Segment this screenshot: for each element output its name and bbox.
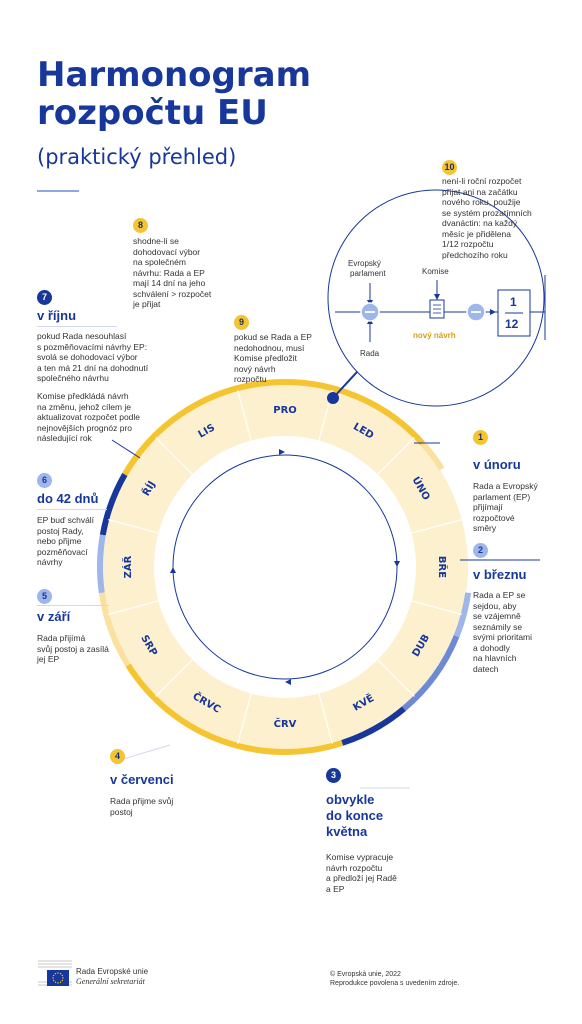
month-label-3: BŘE	[436, 556, 449, 578]
arc-summer-yellow	[125, 663, 344, 755]
flag-star	[61, 979, 64, 982]
month-separator	[411, 600, 462, 615]
detail-parliament-label-1: Evropský	[348, 259, 381, 268]
detail-connector-dot	[327, 392, 339, 404]
arc-april-blue	[401, 635, 460, 712]
month-separator	[377, 659, 415, 697]
month-separator	[155, 437, 193, 475]
flag-star	[62, 977, 64, 979]
step-4-badge: 4	[110, 749, 125, 764]
detail-commission-label: Komise	[422, 267, 449, 276]
outer-arcs	[97, 379, 472, 755]
arc-march-lightblue	[453, 592, 472, 638]
flag-star	[59, 981, 62, 984]
month-label-0: PRO	[273, 405, 297, 416]
step-6-badge: 6	[37, 473, 52, 488]
step-6-heading: do 42 dnů	[37, 491, 99, 506]
month-label-6: ČRV	[274, 717, 297, 730]
month-separator	[318, 693, 333, 744]
title-divider	[37, 190, 79, 192]
interim-budget-diagram: Evropský parlament Komise Rada nový návr…	[335, 259, 546, 358]
step-5-badge: 5	[37, 589, 52, 604]
flag-star	[59, 972, 62, 975]
arrowhead-right	[394, 561, 400, 567]
step-5-heading: v září	[37, 609, 71, 624]
flag-star	[57, 982, 59, 984]
step-2-heading: v březnu	[473, 567, 527, 582]
step-4-heading: v červenci	[110, 772, 174, 787]
arrowhead-bottom	[285, 679, 291, 685]
flag-star	[52, 974, 55, 977]
step-7-rule	[37, 326, 117, 327]
arc-autumn-yellow	[122, 379, 425, 477]
footer-copyright: © Evropská unie, 2022 Reprodukce povolen…	[330, 971, 460, 987]
page-title: Harmonogram rozpočtu EU	[37, 56, 311, 132]
page-subtitle: (praktický přehled)	[37, 145, 237, 169]
detail-parliament-label-2: parlament	[350, 269, 386, 278]
month-separators	[108, 390, 462, 744]
flag-star	[57, 972, 59, 974]
detail-council-label: Rada	[360, 349, 380, 358]
flag-star	[61, 974, 64, 977]
month-separator	[108, 600, 159, 615]
fraction-denominator: 12	[505, 317, 519, 331]
step-1-badge: 1	[473, 430, 488, 445]
step-7-heading: v říjnu	[37, 308, 77, 323]
arc-oct-blue	[99, 473, 128, 536]
step-9-badge: 9	[234, 315, 249, 330]
step-5-rule	[37, 605, 109, 606]
step-8-badge: 8	[133, 218, 148, 233]
step-10-badge: 10	[442, 160, 457, 175]
footer-organisation: Rada Evropské unie Generální sekretariát	[76, 967, 149, 986]
cycle-ring	[102, 384, 468, 750]
step-1-heading: v únoru	[473, 457, 521, 472]
step-pointer-lines	[111, 439, 540, 789]
title-line-2: rozpočtu EU	[37, 93, 268, 133]
month-separator	[237, 390, 252, 441]
document-icon	[429, 299, 445, 319]
flag-star	[54, 981, 57, 984]
arc-sept-light	[98, 592, 131, 667]
arc-may-blue	[341, 706, 406, 746]
month-separator	[411, 519, 462, 534]
title-line-1: Harmonogram	[37, 55, 311, 95]
step-6-rule	[37, 509, 107, 510]
flag-star	[52, 977, 54, 979]
month-separator	[237, 693, 252, 744]
arc-sept-lightblue	[97, 534, 106, 594]
flag-star	[52, 979, 55, 982]
detail-new-proposal-label: nový návrh	[413, 331, 456, 340]
arrowhead-top	[279, 449, 285, 455]
eu-flag-icon	[47, 970, 69, 986]
month-separator	[155, 659, 193, 697]
fraction-numerator: 1	[510, 295, 517, 309]
step-2-badge: 2	[473, 543, 488, 558]
month-separator	[108, 519, 159, 534]
step-7-badge: 7	[37, 290, 52, 305]
step-3-badge: 3	[326, 768, 341, 783]
month-separator	[377, 437, 415, 475]
flag-star	[54, 972, 57, 975]
arrowhead-left	[170, 567, 176, 573]
month-label-9: ZÁŘ	[121, 555, 134, 578]
